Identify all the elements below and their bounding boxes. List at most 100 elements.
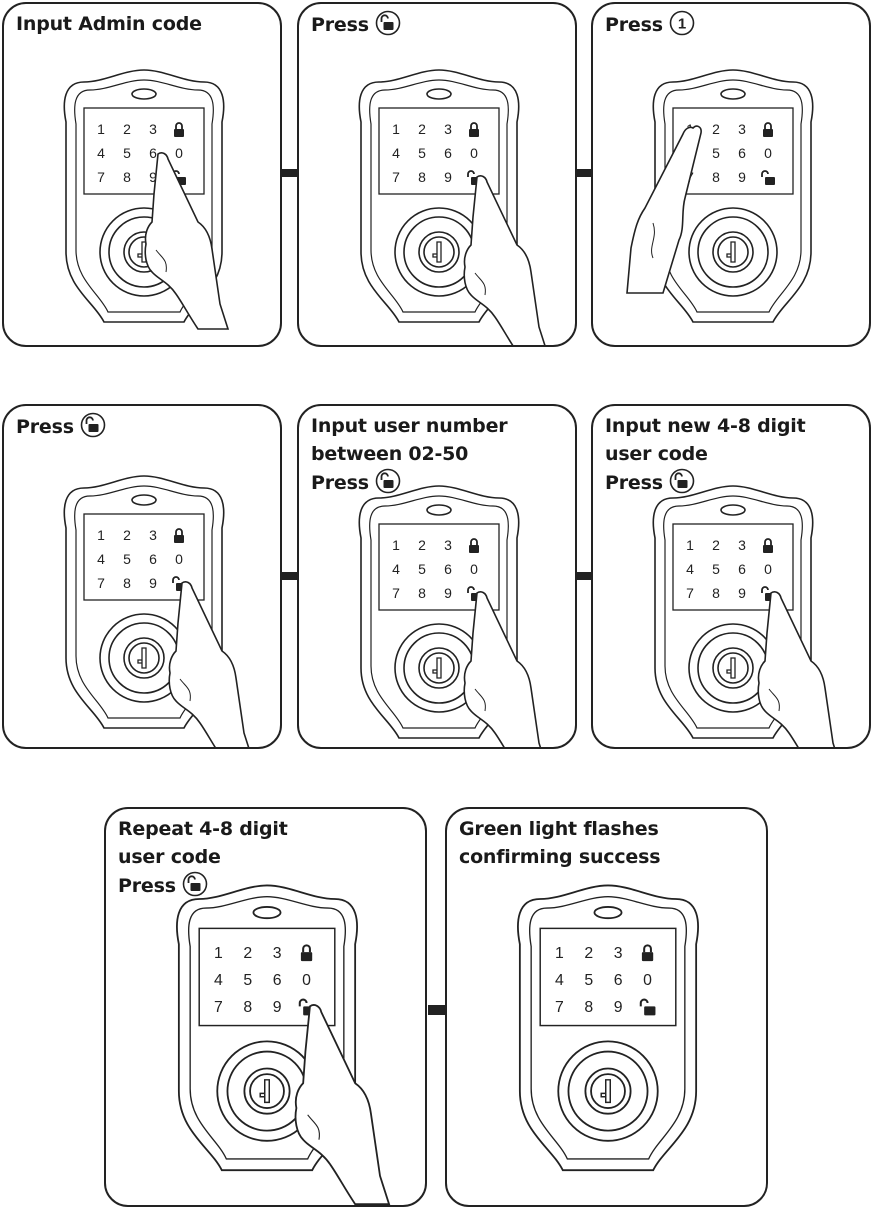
keyway bbox=[432, 241, 442, 263]
deadbolt-ring-outer bbox=[688, 207, 778, 297]
finger-outline bbox=[463, 175, 546, 345]
keypad-key-8: 8 bbox=[584, 999, 593, 1016]
pointing-hand-icon bbox=[463, 591, 542, 747]
keypad-key-9: 9 bbox=[444, 585, 452, 601]
keypad-key-0: 0 bbox=[302, 972, 311, 989]
escutcheon-outline bbox=[63, 69, 225, 323]
keypad-key-7: 7 bbox=[392, 169, 400, 185]
step-caption: Press bbox=[311, 10, 401, 44]
keypad-key-2: 2 bbox=[712, 537, 720, 553]
cylinder-inner bbox=[717, 652, 749, 684]
keypad-key-3: 3 bbox=[149, 121, 157, 137]
step-caption: Input new 4-8 digit user code Press bbox=[605, 412, 806, 502]
pointing-hand-icon bbox=[294, 1004, 391, 1205]
finger-outline bbox=[757, 591, 836, 747]
keypad-key-8: 8 bbox=[123, 169, 131, 185]
keypad-key-2: 2 bbox=[712, 121, 720, 137]
caption-line: Press bbox=[311, 10, 401, 44]
keypad-key-2: 2 bbox=[243, 945, 252, 962]
lock-icon bbox=[300, 944, 313, 962]
step-panel-8: Green light flashes confirming success 1… bbox=[445, 807, 768, 1207]
pointing-hand-icon bbox=[757, 591, 836, 747]
keypad-key-0: 0 bbox=[764, 145, 772, 161]
keypad-key-9: 9 bbox=[273, 999, 282, 1016]
knuckle-line bbox=[474, 688, 486, 712]
unlock-icon bbox=[80, 412, 106, 446]
keypad-key-6: 6 bbox=[149, 145, 157, 161]
finger-outline bbox=[463, 591, 542, 747]
keypad-key-3: 3 bbox=[614, 945, 623, 962]
unlock-icon bbox=[761, 170, 775, 185]
keypad-key-3: 3 bbox=[149, 527, 157, 543]
keypad-key-6: 6 bbox=[738, 145, 746, 161]
cylinder-outer bbox=[418, 231, 460, 273]
keypad-key-8: 8 bbox=[418, 585, 426, 601]
knuckle-line bbox=[474, 272, 486, 296]
status-led bbox=[131, 494, 157, 506]
step-caption: Repeat 4-8 digit user code Press bbox=[118, 815, 288, 905]
caption-line: Repeat 4-8 digit bbox=[118, 818, 288, 840]
knuckle-line bbox=[179, 678, 191, 702]
keypad-key-5: 5 bbox=[712, 561, 720, 577]
svg-text:1: 1 bbox=[678, 16, 686, 33]
digit-one-icon: 1 bbox=[669, 10, 695, 44]
keypad-key-7: 7 bbox=[686, 585, 694, 601]
lock-icon bbox=[469, 538, 479, 553]
keypad-key-5: 5 bbox=[123, 551, 131, 567]
unlock-icon bbox=[375, 468, 401, 502]
keypad-key-3: 3 bbox=[738, 537, 746, 553]
keypad-key-8: 8 bbox=[712, 585, 720, 601]
keypad-key-2: 2 bbox=[584, 945, 593, 962]
caption-line: Green light flashes bbox=[459, 818, 659, 840]
cylinder-outer bbox=[712, 647, 754, 689]
lock-icon bbox=[174, 528, 184, 543]
lock-icon bbox=[469, 122, 479, 137]
pointing-hand-icon bbox=[626, 125, 702, 294]
cylinder-inner bbox=[128, 642, 160, 674]
cylinder-outer bbox=[243, 1067, 291, 1115]
keypad-key-5: 5 bbox=[243, 972, 252, 989]
keypad-key-6: 6 bbox=[444, 145, 452, 161]
keypad-key-7: 7 bbox=[97, 575, 105, 591]
keypad-frame bbox=[198, 927, 336, 1027]
keypad-key-0: 0 bbox=[643, 972, 652, 989]
caption-line: Input new 4-8 digit bbox=[605, 415, 806, 437]
keyway bbox=[600, 1079, 611, 1104]
lock-icon bbox=[763, 122, 773, 137]
status-led bbox=[131, 88, 157, 100]
cylinder-inner bbox=[590, 1073, 626, 1109]
cylinder-inner bbox=[423, 236, 455, 268]
keypad-key-0: 0 bbox=[175, 551, 183, 567]
cylinder-inner bbox=[717, 236, 749, 268]
keypad-key-4: 4 bbox=[392, 145, 400, 161]
cylinder-outer bbox=[418, 647, 460, 689]
keypad-key-9: 9 bbox=[738, 169, 746, 185]
keypad-key-0: 0 bbox=[175, 145, 183, 161]
keypad-key-1: 1 bbox=[97, 121, 105, 137]
unlock-icon bbox=[182, 871, 208, 905]
keypad-key-4: 4 bbox=[214, 972, 223, 989]
keypad-key-1: 1 bbox=[392, 537, 400, 553]
keypad-key-2: 2 bbox=[123, 527, 131, 543]
keypad-key-2: 2 bbox=[123, 121, 131, 137]
keypad-key-4: 4 bbox=[97, 551, 105, 567]
keypad-key-0: 0 bbox=[470, 561, 478, 577]
escutcheon-inner bbox=[528, 896, 688, 1160]
keypad-frame bbox=[672, 107, 794, 195]
keypad-key-7: 7 bbox=[392, 585, 400, 601]
keypad-key-3: 3 bbox=[444, 537, 452, 553]
cylinder-inner bbox=[423, 652, 455, 684]
